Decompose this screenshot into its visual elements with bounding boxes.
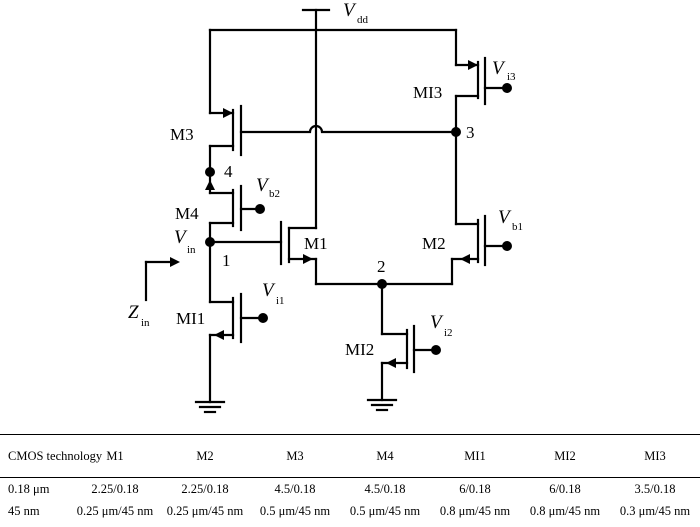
vdd-rail (208, 8, 458, 32)
node-3-label: 3 (466, 123, 475, 142)
vi3-label-sub: i3 (507, 71, 516, 83)
table-cell: 0.5 μm/45 nm (259, 503, 331, 518)
table-cell: 0.25 μm/45 nm (76, 503, 154, 518)
transistor-mi1 (208, 240, 265, 404)
vi1-label-sub: i1 (276, 295, 285, 307)
mi1-label: MI1 (176, 309, 205, 328)
vb2-label: V (256, 175, 270, 196)
table-cell: 4.5/0.18 (364, 481, 406, 496)
vi2-label-sub: i2 (444, 327, 453, 339)
vi3-label: V (492, 58, 506, 79)
m4-label: M4 (175, 204, 199, 223)
transistor-m1 (208, 28, 318, 286)
vb1-terminal (502, 241, 512, 251)
m1-label: M1 (304, 234, 328, 253)
vin-label-sub: in (187, 244, 196, 256)
table-cell: 3.5/0.18 (634, 481, 676, 496)
vin-label: V (174, 227, 188, 248)
table-cell: 45 nm (8, 503, 40, 518)
vi1-terminal (258, 313, 268, 323)
table-cell: 4.5/0.18 (274, 481, 316, 496)
table-cell: 0.3 μm/45 nm (619, 503, 691, 518)
vi1-label: V (262, 280, 276, 301)
table-header-row: CMOS technology M1 M2 M3 M4 MI1 MI2 MI3 (0, 434, 700, 478)
vb1-label-sub: b1 (512, 221, 523, 233)
table-cell: 0.18 μm (8, 481, 50, 496)
transistor-mi3 (454, 28, 509, 134)
node-4-label: 4 (224, 162, 233, 181)
vb2-terminal (255, 204, 265, 214)
vdd-label-sub: dd (357, 14, 369, 26)
zin-label: Z (128, 302, 139, 323)
mi3-label: MI3 (413, 83, 442, 102)
table-cell: 0.25 μm/45 nm (166, 503, 244, 518)
table-cell: 2.25/0.18 (181, 481, 229, 496)
ground-mi1-icon (194, 400, 226, 414)
table-cell: 6/0.18 (459, 481, 491, 496)
transistor-sizing-table: CMOS technology M1 M2 M3 M4 MI1 MI2 MI3 … (0, 434, 700, 522)
table-row: 45 nm 0.25 μm/45 nm 0.25 μm/45 nm 0.5 μm… (0, 500, 700, 522)
m3-label: M3 (170, 125, 194, 144)
vb1-label: V (498, 207, 512, 228)
table-cell: 0.8 μm/45 nm (439, 503, 511, 518)
header-m3: M3 (250, 434, 340, 478)
table-cell: 0.5 μm/45 nm (349, 503, 421, 518)
vi3-terminal (502, 83, 512, 93)
node-1-label: 1 (222, 251, 231, 270)
vdd-label: V (343, 0, 357, 21)
table-cell: 2.25/0.18 (91, 481, 139, 496)
header-mi1: MI1 (430, 434, 520, 478)
table-row: 0.18 μm 2.25/0.18 2.25/0.18 4.5/0.18 4.5… (0, 478, 700, 501)
header-m2: M2 (160, 434, 250, 478)
header-mi3: MI3 (610, 434, 700, 478)
transistor-m4 (205, 170, 262, 244)
vi2-label: V (430, 312, 444, 333)
mi2-label: MI2 (345, 340, 374, 359)
ground-mi2-icon (366, 398, 398, 412)
table-cell: 6/0.18 (549, 481, 581, 496)
header-mi2: MI2 (520, 434, 610, 478)
m2-label: M2 (422, 234, 446, 253)
node-2-label: 2 (377, 257, 386, 276)
vb2-label-sub: b2 (269, 188, 280, 200)
vi2-terminal (431, 345, 441, 355)
header-m1: M1 (70, 434, 160, 478)
transistor-m2 (450, 130, 509, 286)
header-m4: M4 (340, 434, 430, 478)
transistor-mi2 (380, 282, 438, 402)
header-cmos-technology: CMOS technology (0, 434, 102, 478)
table-cell: 0.8 μm/45 nm (529, 503, 601, 518)
circuit-schematic: V dd MI3 V i3 3 M3 4 (128, 0, 523, 414)
zin-label-sub: in (141, 317, 150, 329)
zin-arrow-icon (144, 257, 180, 302)
